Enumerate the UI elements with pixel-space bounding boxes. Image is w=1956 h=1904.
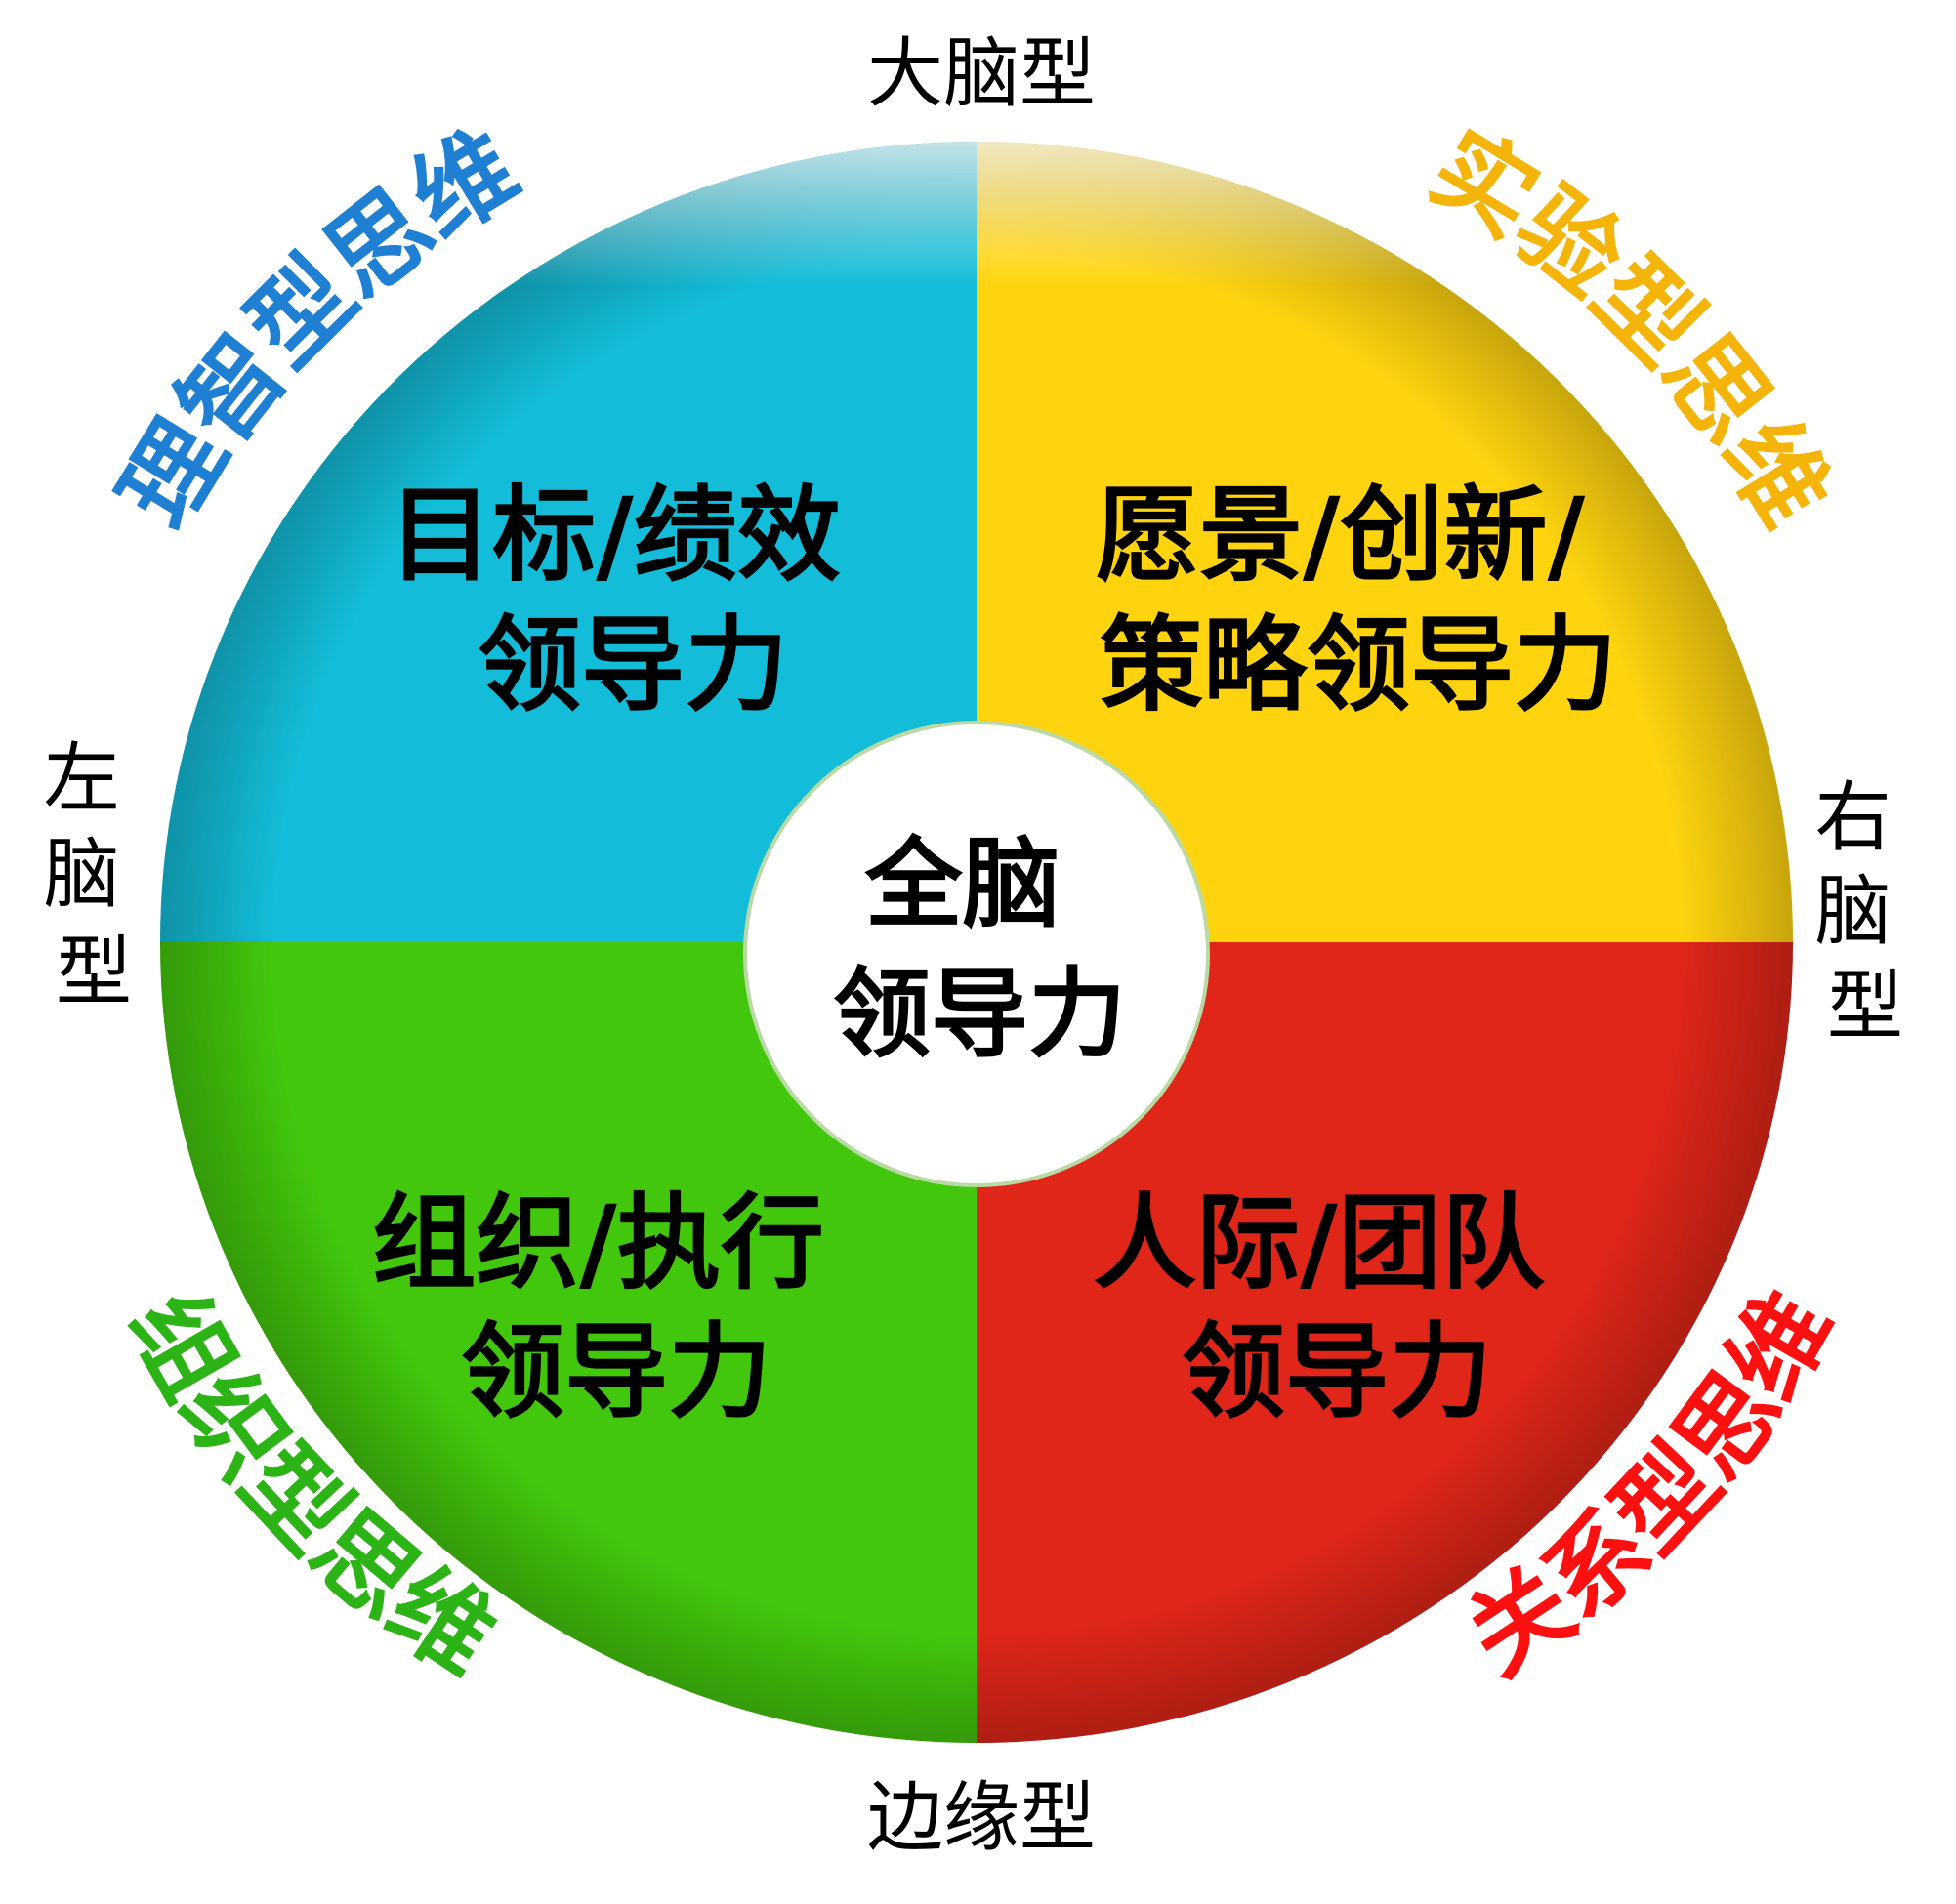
- quadrant-top-right-line-1: 愿景/创新/: [1096, 476, 1586, 596]
- axis-bottom-label: 边缘型: [867, 1774, 1096, 1862]
- quadrant-bottom-left-line-2: 领导力: [461, 1312, 771, 1432]
- quadrant-bottom-right-line-1: 人际/团队: [1093, 1183, 1546, 1304]
- axis-left-char-3: 型: [56, 929, 132, 1016]
- svg-text:右 脑 型: 右 脑 型: [1815, 774, 1916, 1051]
- center-label-line-1: 全脑: [864, 827, 1061, 941]
- quadrant-top-left-line-1: 目标/绩效: [389, 476, 841, 596]
- center-label-line-2: 领导力: [833, 957, 1126, 1071]
- svg-text:全脑 领导力: 全脑 领导力: [833, 827, 1126, 1071]
- axis-right-char-1: 右: [1815, 774, 1892, 862]
- axis-top-label: 大脑型: [867, 30, 1096, 118]
- quadrant-bottom-right-line-2: 领导力: [1182, 1312, 1492, 1432]
- axis-left-char-1: 左: [44, 735, 120, 823]
- axis-right-char-2: 脑: [1815, 868, 1892, 956]
- svg-text:左 脑 型: 左 脑 型: [44, 735, 145, 1016]
- quadrant-top-right-line-2: 策略领导力: [1100, 605, 1617, 725]
- svg-text:愿景/创新/ 策略领导力: 愿景/创新/ 策略领导力: [1096, 476, 1621, 725]
- svg-text:组织/执行 领导力: 组织/执行 领导力: [372, 1183, 860, 1432]
- svg-text:人际/团队 领导力: 人际/团队 领导力: [1093, 1183, 1581, 1432]
- quadrant-bottom-left-line-1: 组织/执行: [372, 1183, 824, 1304]
- svg-text:目标/绩效 领导力: 目标/绩效 领导力: [389, 476, 877, 725]
- quadrant-top-left-line-2: 领导力: [478, 605, 788, 725]
- axis-left-char-2: 脑: [44, 831, 120, 919]
- center-circle: [743, 721, 1210, 1187]
- axis-right-char-3: 型: [1827, 963, 1903, 1051]
